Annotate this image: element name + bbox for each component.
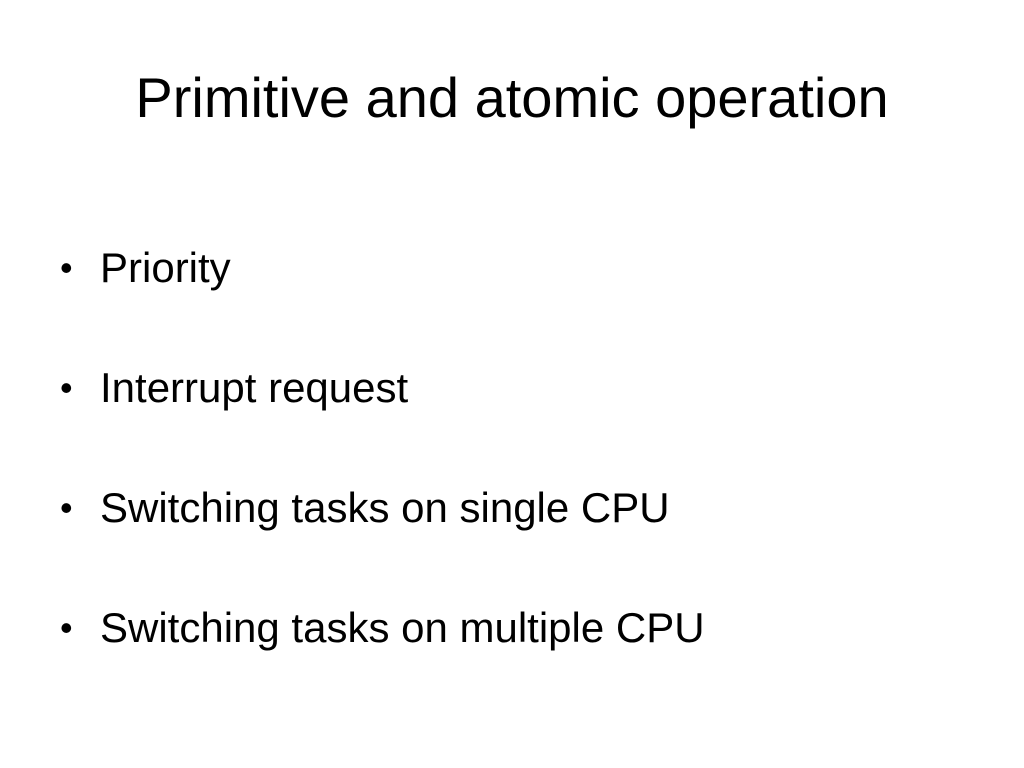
bullet-text: Interrupt request xyxy=(100,364,409,411)
bullet-dot-icon: • xyxy=(60,607,73,648)
bullet-text: Switching tasks on multiple CPU xyxy=(100,604,705,651)
bullet-item: • Switching tasks on single CPU xyxy=(56,478,705,538)
bullet-item: • Priority xyxy=(56,238,705,298)
bullet-text: Priority xyxy=(100,244,231,291)
bullet-item: • Interrupt request xyxy=(56,358,705,418)
bullet-dot-icon: • xyxy=(60,487,73,528)
bullet-list: • Priority • Interrupt request • Switchi… xyxy=(56,238,705,658)
bullet-dot-icon: • xyxy=(60,367,73,408)
bullet-item: • Switching tasks on multiple CPU xyxy=(56,598,705,658)
bullet-text: Switching tasks on single CPU xyxy=(100,484,670,531)
slide-title: Primitive and atomic operation xyxy=(135,66,889,129)
bullet-dot-icon: • xyxy=(60,247,73,288)
